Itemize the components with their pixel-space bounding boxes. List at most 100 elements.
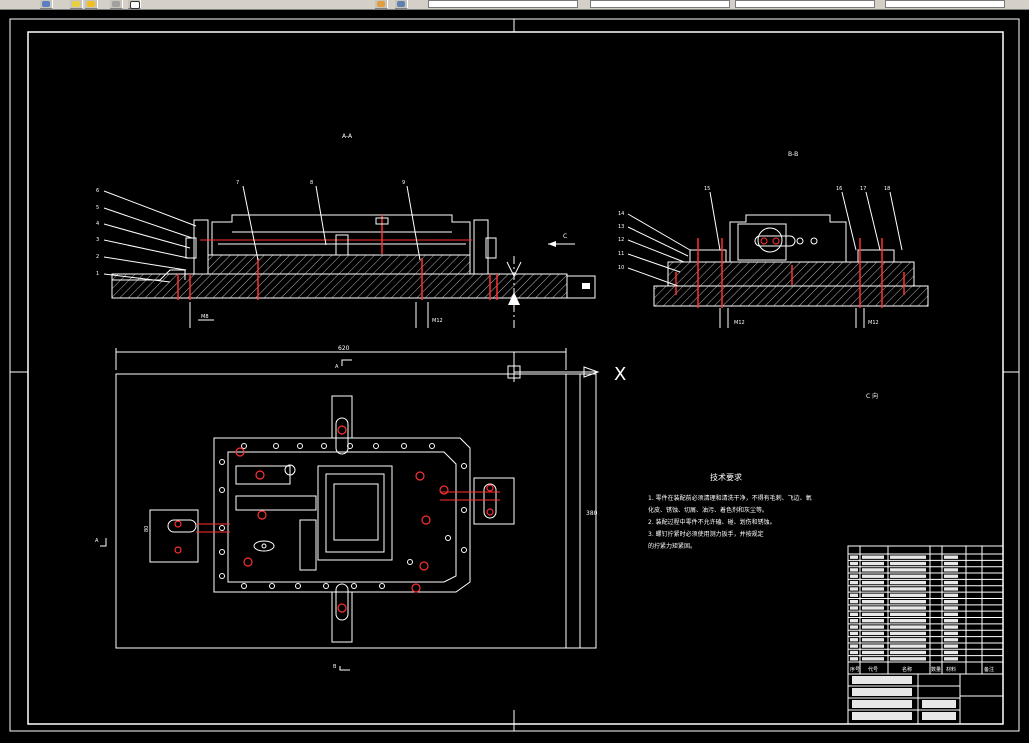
bom-cell-text — [862, 574, 884, 578]
bom-cell-text — [862, 650, 884, 655]
lineweight-dropdown[interactable] — [735, 0, 875, 8]
layer-icon — [42, 1, 50, 7]
c-view-label: C 向 — [866, 392, 878, 400]
svg-text:10: 10 — [618, 265, 624, 271]
svg-text:4: 4 — [96, 221, 99, 227]
bom-cell-text — [850, 599, 858, 604]
bulb-icon — [72, 1, 80, 7]
svg-text:9: 9 — [402, 180, 405, 186]
svg-text:材料: 材料 — [946, 666, 956, 673]
bom-cell-text — [862, 644, 884, 648]
layer-button[interactable] — [40, 0, 53, 9]
bom-cell-text — [850, 606, 858, 610]
bom-cell-text — [890, 644, 926, 648]
bom-cell-text — [850, 593, 858, 597]
bom-cell-text — [890, 599, 926, 604]
clamp-bottom — [331, 591, 353, 643]
title-cell-text — [852, 688, 912, 696]
svg-text:化皮、锈蚀、切屑、油污、着色剂和灰尘等。: 化皮、锈蚀、切屑、油污、着色剂和灰尘等。 — [648, 506, 768, 514]
layer-states-icon — [397, 1, 405, 7]
bom-cell-text — [850, 631, 858, 636]
bom-cell-text — [944, 619, 958, 623]
clamp-top — [331, 395, 353, 439]
bom-cell-text — [890, 587, 926, 591]
bom-cell-text — [850, 574, 858, 578]
linetype-dropdown[interactable] — [590, 0, 730, 8]
title-block-headers: 序号 代号 名称 数量 材料 备注 — [850, 666, 994, 673]
bom-cell-text — [850, 650, 858, 655]
bom-cell-text — [862, 599, 884, 604]
lock-icon — [112, 1, 120, 7]
bom-cell-text — [944, 657, 958, 661]
section-bb: B-B M12 M12 14 — [618, 151, 929, 328]
bom-cell-text — [890, 606, 926, 610]
svg-text:80: 80 — [144, 526, 150, 532]
bom-cell-text — [862, 657, 884, 661]
bom-cell-text — [944, 638, 958, 642]
svg-text:的拧紧力矩紧固。: 的拧紧力矩紧固。 — [648, 542, 696, 550]
sun-icon — [87, 1, 95, 7]
bom-cell-text — [862, 593, 884, 597]
callouts-right: 14 13 12 11 10 — [618, 211, 691, 287]
cad-toolbar — [0, 0, 1029, 10]
color-button[interactable] — [128, 0, 141, 9]
svg-text:M12: M12 — [734, 320, 745, 326]
plotstyle-dropdown[interactable] — [885, 0, 1005, 8]
bom-cell-text — [890, 561, 926, 566]
bom-text-blocks — [850, 555, 958, 720]
svg-text:17: 17 — [860, 186, 866, 192]
svg-text:6: 6 — [96, 188, 99, 194]
lock-button[interactable] — [110, 0, 123, 9]
svg-text:3. 螺钉拧紧时必须使用测力扳手，并按规定: 3. 螺钉拧紧时必须使用测力扳手，并按规定 — [648, 530, 764, 538]
bom-cell-text — [944, 631, 958, 636]
ucs-icon: X — [507, 352, 626, 385]
svg-text:3: 3 — [96, 237, 99, 243]
bom-cell-text — [850, 644, 858, 648]
c-arrow-label: C — [563, 233, 567, 240]
bom-cell-text — [944, 555, 958, 559]
title-cell-text — [852, 700, 912, 708]
svg-text:A: A — [335, 364, 339, 370]
bom-cell-text — [890, 650, 926, 655]
sun-button[interactable] — [85, 0, 98, 9]
svg-text:数量: 数量 — [931, 666, 941, 673]
bom-cell-text — [862, 631, 884, 636]
svg-text:M12: M12 — [868, 320, 879, 326]
bom-cell-text — [850, 568, 858, 572]
drawing-area[interactable]: A-A C — [0, 10, 1029, 739]
bom-cell-text — [850, 580, 858, 585]
bom-cell-text — [862, 638, 884, 642]
title-cell-text — [852, 712, 912, 720]
properties-button[interactable] — [375, 0, 388, 9]
bom-cell-text — [862, 580, 884, 585]
bom-cell-text — [850, 657, 858, 661]
svg-text:18: 18 — [884, 186, 890, 192]
clamp-right — [473, 477, 515, 525]
svg-text:15: 15 — [704, 186, 710, 192]
svg-text:序号: 序号 — [850, 666, 860, 673]
layer-states-button[interactable] — [395, 0, 408, 9]
inner-border — [27, 31, 1004, 725]
bom-cell-text — [944, 650, 958, 655]
svg-text:5: 5 — [96, 205, 99, 211]
bom-cell-text — [850, 619, 858, 623]
color-dropdown[interactable] — [428, 0, 578, 8]
bom-cell-text — [944, 644, 958, 648]
bom-cell-text — [944, 612, 958, 617]
bom-cell-text — [890, 625, 926, 629]
section-bb-label: B-B — [788, 151, 798, 158]
section-aa: A-A C — [96, 133, 596, 330]
title-block — [847, 545, 1004, 725]
svg-text:14: 14 — [618, 211, 624, 217]
aa-mid-plate — [207, 254, 471, 275]
bom-cell-text — [850, 612, 858, 617]
callouts-left: 6 5 4 3 2 1 — [96, 188, 197, 283]
bom-cell-text — [890, 555, 926, 559]
svg-text:13: 13 — [618, 224, 624, 230]
bom-cell-text — [890, 568, 926, 572]
properties-icon — [377, 1, 385, 7]
plan-view: 620 A 380 — [95, 345, 598, 671]
svg-text:2: 2 — [96, 254, 99, 260]
clamp-left — [149, 509, 199, 563]
bulb-button[interactable] — [70, 0, 83, 9]
